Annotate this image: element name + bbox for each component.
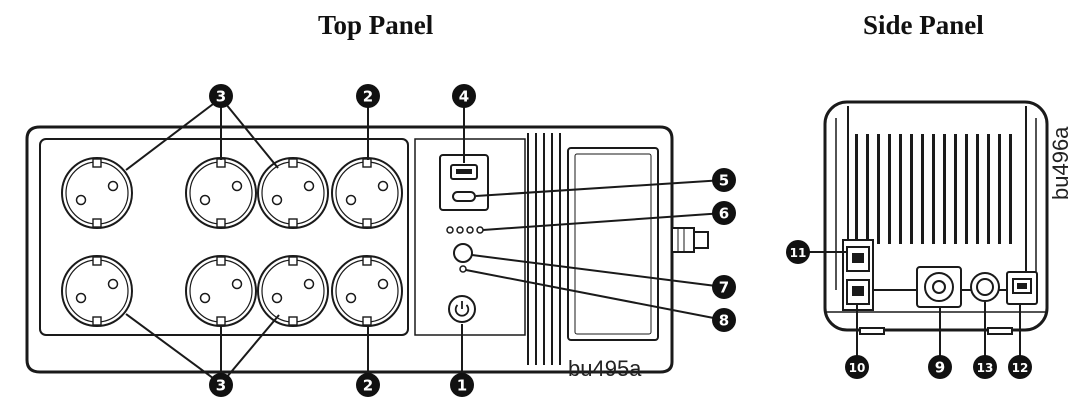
leader-lines (125, 97, 725, 385)
callout-1: 1 (450, 373, 474, 397)
callout-5: 5 (712, 168, 736, 192)
callout-13: 13 (973, 355, 997, 379)
callout-11: 11 (786, 240, 810, 264)
socket-outlet (61, 255, 133, 327)
vent-slots (855, 134, 1012, 244)
svg-text:11: 11 (790, 246, 807, 260)
side-panel-title: Side Panel (863, 10, 984, 40)
svg-text:5: 5 (719, 172, 729, 190)
socket-outlet (257, 255, 329, 327)
usb-c-port (452, 191, 476, 202)
svg-text:7: 7 (719, 279, 729, 297)
svg-text:4: 4 (459, 88, 469, 106)
mute-button (453, 243, 473, 263)
svg-text:3: 3 (216, 377, 226, 395)
socket-outlet (257, 157, 329, 229)
svg-text:8: 8 (719, 312, 729, 330)
svg-text:12: 12 (1012, 361, 1029, 375)
power-icon (454, 304, 470, 317)
callout-10: 10 (845, 355, 869, 379)
callout-7: 7 (712, 275, 736, 299)
callout-4: 4 (452, 84, 476, 108)
side-panel-code: bu496a (1048, 126, 1073, 200)
callout-8: 8 (712, 308, 736, 332)
groove-lines (527, 133, 561, 365)
svg-text:10: 10 (849, 361, 866, 375)
svg-text:1: 1 (457, 377, 467, 395)
side-cable-stub (671, 227, 695, 253)
socket-outlet (185, 157, 257, 229)
top-panel-code: bu495a (568, 356, 642, 381)
led-indicators (446, 226, 484, 234)
svg-text:13: 13 (977, 361, 994, 375)
callout-12: 12 (1008, 355, 1032, 379)
svg-text:9: 9 (935, 359, 945, 377)
right-panel (567, 147, 659, 341)
top-panel-title: Top Panel (318, 10, 434, 40)
svg-text:2: 2 (363, 88, 373, 106)
svg-text:3: 3 (216, 88, 226, 106)
socket-outlet (331, 255, 403, 327)
socket-outlet (331, 157, 403, 229)
callout-3-bottom: 3 (209, 373, 233, 397)
callout-badges: 3 2 4 5 6 7 8 1 3 2 11 10 9 13 12 (209, 84, 1032, 397)
side-panel-diagram: bu496a (800, 100, 1073, 365)
callout-6: 6 (712, 201, 736, 225)
status-led (459, 265, 467, 273)
callout-2-bottom: 2 (356, 373, 380, 397)
svg-text:2: 2 (363, 377, 373, 395)
callout-2-top: 2 (356, 84, 380, 108)
socket-outlet (61, 157, 133, 229)
side-panel-body (823, 100, 1049, 332)
callout-3-top: 3 (209, 84, 233, 108)
socket-outlet (185, 255, 257, 327)
top-panel-diagram: bu495a (25, 97, 725, 385)
svg-text:6: 6 (719, 205, 729, 223)
callout-9: 9 (928, 355, 952, 379)
